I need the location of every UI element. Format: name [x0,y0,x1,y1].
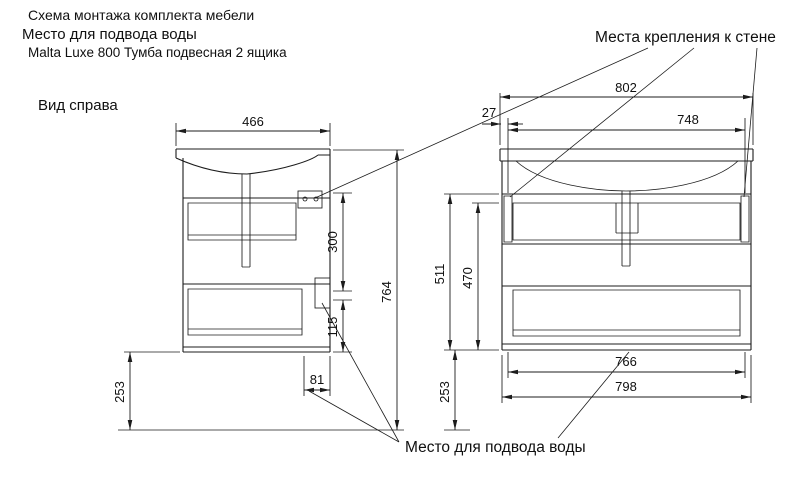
dim-front-inner-height: 470 [460,202,499,350]
front-drawer-lower [512,289,741,337]
dim-side-depth: 466 [175,114,331,146]
dim-side-height-value: 764 [379,281,394,303]
extension-lines [499,93,754,145]
dim-front-798-value: 798 [615,379,637,394]
dim-side-81-value: 81 [310,372,324,387]
dim-front-748-value: 748 [677,112,699,127]
dim-side-floor-clearance: 253 [112,351,180,430]
dim-front-766-value: 766 [615,354,637,369]
extension-lines [175,123,331,146]
front-drain-pipe [621,191,631,267]
header-title: Схема монтажа комплекта мебели [28,7,254,23]
mount-points-leader-lines [314,47,758,199]
water-supply-label: Место для подвода воды [405,439,586,456]
dim-front-mount-span: 748 [508,112,745,133]
dim-front-width-value: 802 [615,80,637,95]
dim-front-27-value: 27 [482,105,496,120]
front-cabinet-outline [501,161,752,351]
dim-side-total-height: 764 [333,149,404,430]
side-cabinet-outline [182,149,331,353]
dim-side-floor-value: 253 [112,381,127,403]
dim-side-115-value: 115 [325,317,340,338]
water-supply-leader-lines [308,302,630,443]
side-sink-profile [175,148,330,175]
dim-side-depth-value: 466 [242,114,264,129]
dim-front-511-value: 511 [432,264,447,285]
mount-points-label: Места крепления к стене [595,29,776,46]
bracket-screw-icon [302,196,308,202]
dim-front-253-value: 253 [437,381,452,403]
side-water-box [314,277,331,309]
dim-front-body-width: 798 [501,355,752,403]
front-sink-outline [499,148,754,162]
front-mount-rails [503,195,750,243]
front-drawer-upper [512,202,741,241]
side-mount-bracket [297,190,323,209]
bracket-screw-icon [313,196,319,202]
side-drain-pipe [241,174,251,268]
dim-front-inner-width: 766 [507,352,746,378]
side-drawer-lower [187,288,303,336]
header-subtitle: Место для подвода воды [22,26,197,43]
header-model: Malta Luxe 800 Тумба подвесная 2 ящика [28,45,287,60]
dim-side-300: 300 [325,192,352,292]
side-view-label: Вид справа [38,97,118,114]
dim-front-total-width: 802 [499,80,754,145]
side-view [175,148,331,353]
dim-front-floor-clearance: 253 [437,350,470,431]
dim-front-470-value: 470 [460,267,475,289]
front-view [499,148,754,351]
header-block: Схема монтажа комплекта мебели Место для… [22,7,287,60]
extension-lines [507,118,746,193]
dim-side-300-value: 300 [325,231,340,253]
front-basin-curve [515,160,739,192]
dim-side-81: 81 [303,356,331,396]
